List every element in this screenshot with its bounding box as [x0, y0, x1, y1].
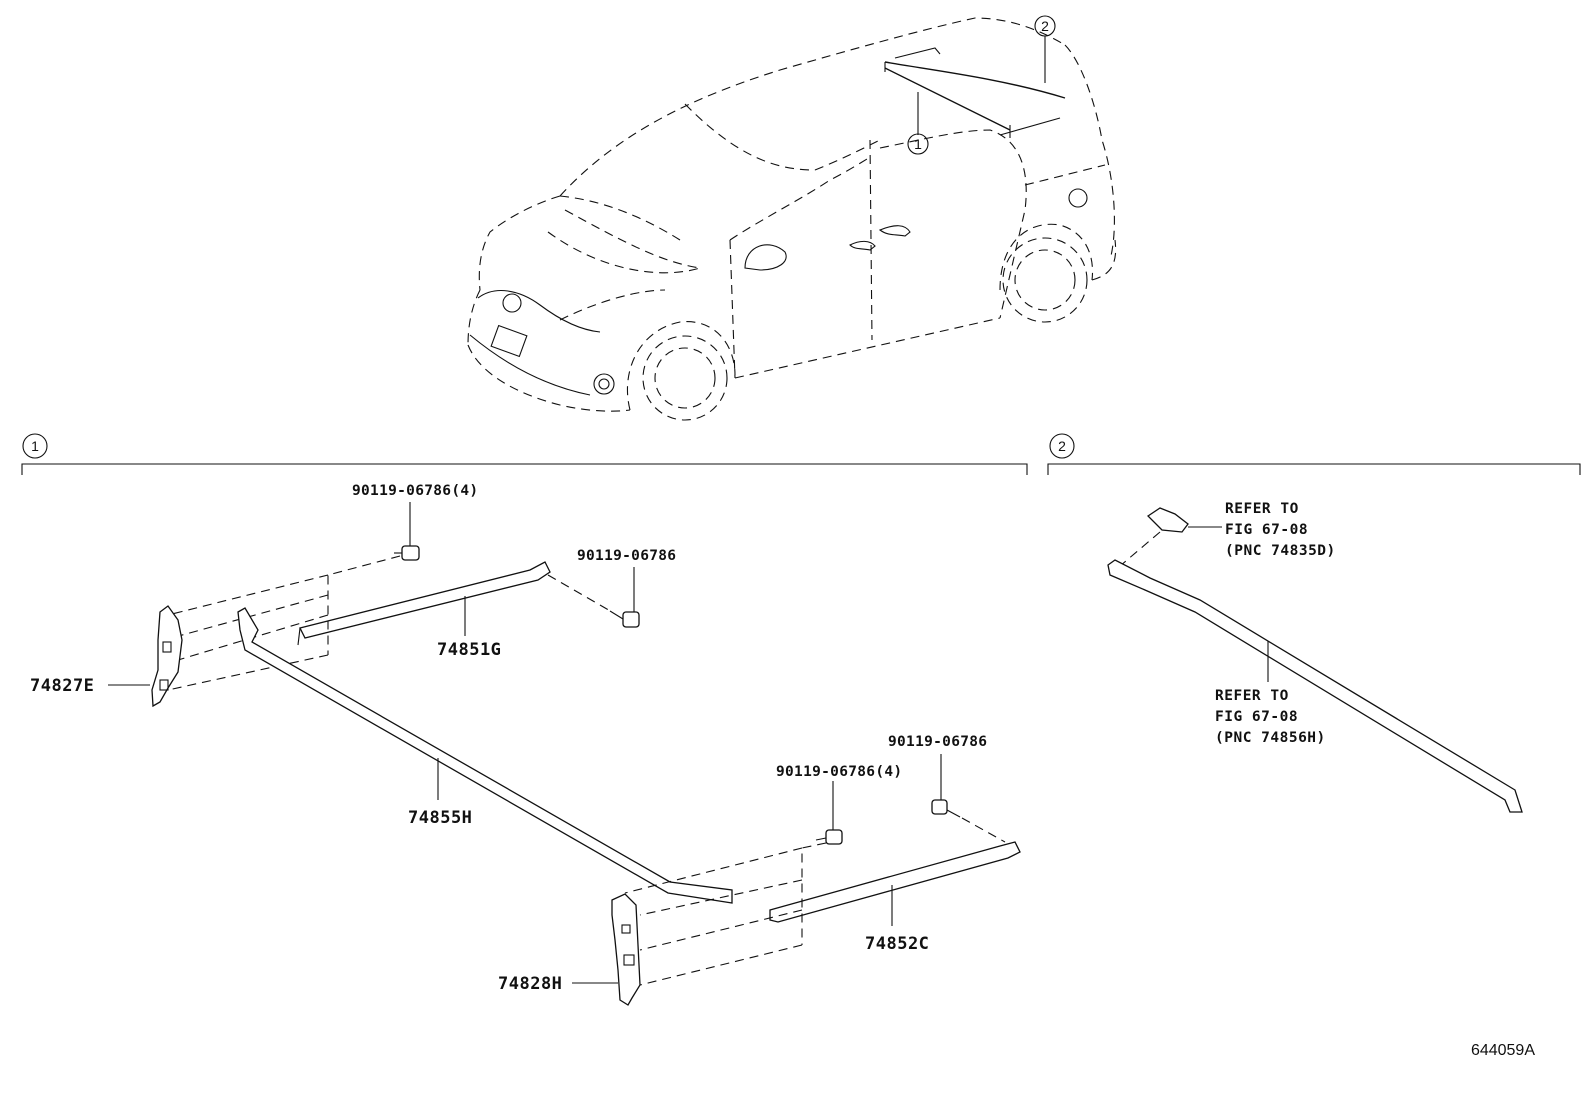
- part-74851G: 74851G: [437, 640, 501, 660]
- section-two-callout: 2: [1058, 438, 1066, 454]
- vehicle-illustration: [467, 15, 1117, 421]
- bracket-74828H: [572, 893, 641, 1006]
- part-74827E: 74827E: [30, 676, 94, 696]
- refer-a-line3: (PNC 74835D): [1225, 543, 1336, 559]
- refer-a-line1: REFER TO: [1225, 501, 1299, 517]
- bar-74855H: [237, 607, 733, 904]
- refer-a-line2: FIG 67-08: [1225, 522, 1308, 538]
- part-90119-mid: 90119-06786: [888, 734, 987, 750]
- part-90119-mid4: 90119-06786(4): [776, 764, 902, 780]
- refer-b-line3: (PNC 74856H): [1215, 730, 1326, 746]
- bolt-mid-left: [815, 781, 843, 845]
- refer-b-line1: REFER TO: [1215, 688, 1289, 704]
- part-90119-top4: 90119-06786(4): [352, 483, 478, 499]
- refer-b-line2: FIG 67-08: [1215, 709, 1298, 725]
- bracket-74827E: [108, 605, 183, 708]
- section-one-callout: 1: [31, 438, 39, 454]
- part-74855H: 74855H: [408, 808, 472, 828]
- dashed-leaders-upper: [167, 555, 613, 691]
- bolt-mid-right: [931, 754, 961, 818]
- section-one-bracket: [21, 433, 1028, 475]
- part-90119-top: 90119-06786: [577, 548, 676, 564]
- section-two-assembly: [1107, 507, 1523, 813]
- section-two-bracket: [1047, 433, 1581, 475]
- car-callout-1: 1: [914, 136, 922, 152]
- bolt-top-right: [609, 567, 640, 628]
- part-74852C: 74852C: [865, 934, 929, 954]
- bolt-top-left: [394, 502, 420, 561]
- bar-74852C: [769, 841, 1021, 926]
- bar-74851G: [297, 561, 551, 646]
- part-74828H: 74828H: [498, 974, 562, 994]
- dashed-leaders-lower: [624, 817, 1006, 986]
- figure-id: 644059A: [1471, 1042, 1535, 1059]
- car-callout-2: 2: [1041, 18, 1049, 34]
